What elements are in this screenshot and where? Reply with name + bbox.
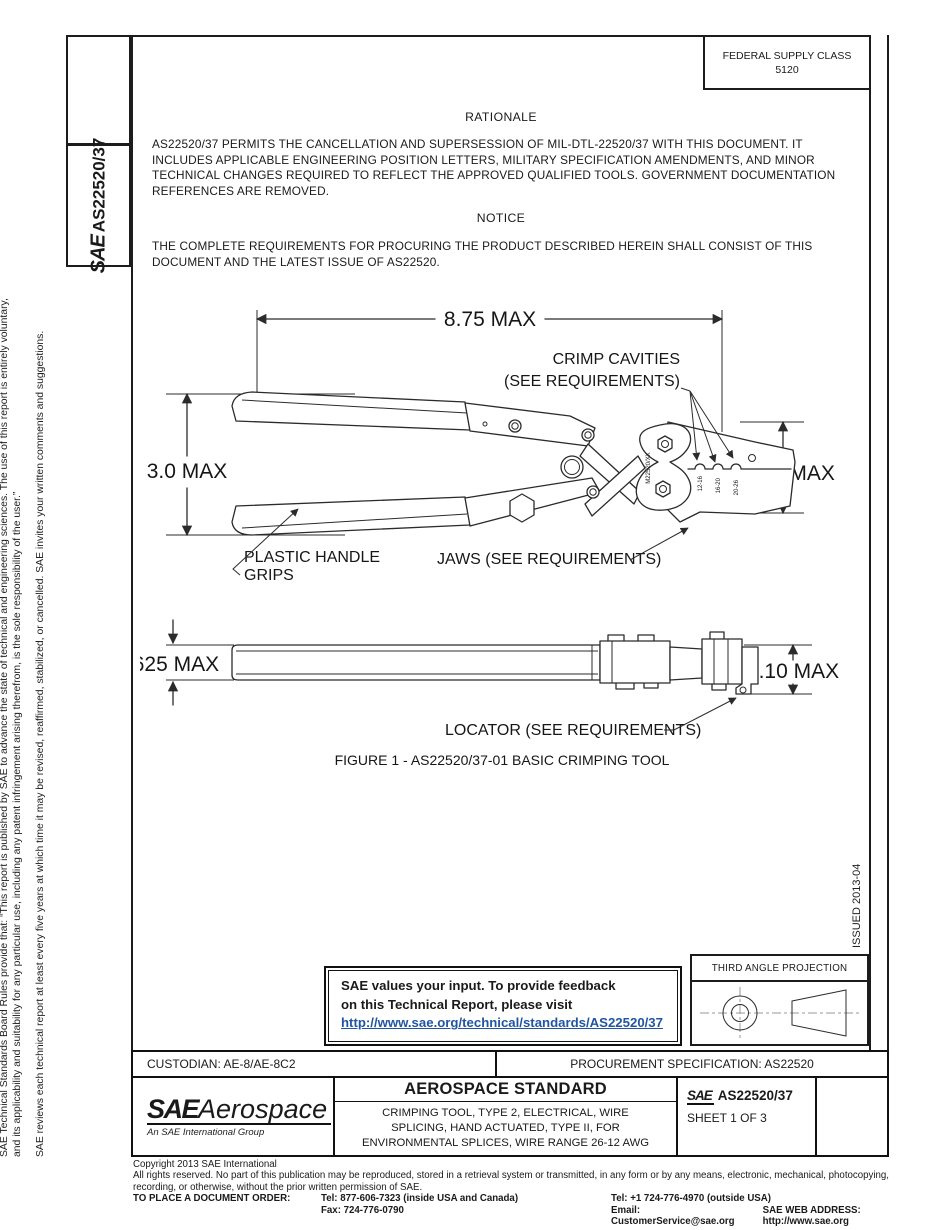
logo-aerospace-text: Aerospace <box>198 1093 328 1124</box>
margin-disclaimer: SAE Technical Standards Board Rules prov… <box>0 279 56 1157</box>
title-line-3: ENVIRONMENTAL SPLICES, WIRE RANGE 26-12 … <box>361 1137 650 1149</box>
web-address: SAE WEB ADDRESS: http://www.sae.org <box>762 1204 861 1228</box>
sae-mini-logo-icon: SAE <box>687 1088 714 1105</box>
feedback-url-link[interactable]: http://www.sae.org/technical/standards/A… <box>341 1015 663 1031</box>
title-line-2: SPLICING, HAND ACTUATED, TYPE II, FOR <box>391 1122 620 1134</box>
copyright-line: Copyright 2013 SAE International <box>133 1159 277 1170</box>
dim-overall-length: 8.75 MAX <box>444 308 536 331</box>
sae-aerospace-logo: SAEAerospace An SAE International Group <box>133 1078 335 1155</box>
cavity-marking-3: 20-26 <box>734 479 740 495</box>
disclaimer-paragraph-1: SAE Technical Standards Board Rules prov… <box>0 298 23 1157</box>
fsc-code: 5120 <box>775 63 799 76</box>
crimp-cavities-label-1: CRIMP CAVITIES <box>553 351 680 368</box>
title-block: CUSTODIAN: AE-8/AE-8C2 PROCUREMENT SPECI… <box>131 1050 889 1157</box>
federal-supply-class-box: FEDERAL SUPPLY CLASS 5120 <box>703 37 869 90</box>
side-view: 8.75 MAX 3.0 MAX 1.650 MAX <box>147 308 835 584</box>
side-view-tool: M22520/XX 12-16 16-20 20-26 <box>231 391 796 536</box>
disclaimer-paragraph-2: SAE reviews each technical report at lea… <box>35 330 46 1157</box>
notice-heading: NOTICE <box>476 211 526 225</box>
tel-outside: Tel: +1 724-776-4970 (outside USA) <box>611 1193 771 1205</box>
tool-id-marking: M22520/XX <box>646 452 652 483</box>
document-number-tab: SAE AS22520/37 <box>66 138 131 273</box>
sae-logo-icon: SAE <box>147 1093 200 1124</box>
fsc-label: FEDERAL SUPPLY CLASS <box>722 49 852 62</box>
document-title: CRIMPING TOOL, TYPE 2, ELECTRICAL, WIRE … <box>335 1102 676 1155</box>
rationale-body: AS22520/37 PERMITS THE CANCELLATION AND … <box>152 137 836 198</box>
issued-date: ISSUED 2013-04 <box>851 863 863 948</box>
top-view-tool <box>231 631 759 695</box>
plastic-handle-label-1: PLASTIC HANDLE <box>244 549 380 566</box>
email-address: Email: CustomerService@sae.org <box>611 1204 735 1228</box>
dim-handle-span: 3.0 MAX <box>147 460 228 483</box>
sae-logo-icon: SAE <box>87 235 109 274</box>
cavity-marking-1: 12-16 <box>698 475 704 491</box>
revision-cell-empty <box>817 1078 887 1155</box>
figure-caption: FIGURE 1 - AS22520/37-01 BASIC CRIMPING … <box>335 752 670 768</box>
plastic-handle-label-2: GRIPS <box>244 567 294 584</box>
feedback-line-2: on this Technical Report, please visit <box>341 996 573 1012</box>
jaws-label: JAWS (SEE REQUIREMENTS) <box>437 551 661 568</box>
third-angle-projection-icon <box>700 987 860 1039</box>
notice-body: THE COMPLETE REQUIREMENTS FOR PROCURING … <box>152 239 813 269</box>
crimp-cavities-label-2: (SEE REQUIREMENTS) <box>504 373 680 390</box>
copyright-footer: Copyright 2013 SAE International All rig… <box>133 1159 895 1227</box>
sheet-number: SHEET 1 OF 3 <box>687 1111 767 1125</box>
procurement-cell: PROCUREMENT SPECIFICATION: AS22520 <box>570 1057 814 1071</box>
locator-label: LOCATOR (SEE REQUIREMENTS) <box>445 722 701 739</box>
standard-type-heading: AEROSPACE STANDARD <box>335 1078 676 1102</box>
rights-line-1: All rights reserved. No part of this pub… <box>133 1170 889 1182</box>
order-label: TO PLACE A DOCUMENT ORDER: <box>133 1193 291 1205</box>
custodian-cell: CUSTODIAN: AE-8/AE-8C2 <box>133 1052 497 1076</box>
rights-line-2: recording, or otherwise, without the pri… <box>133 1181 423 1193</box>
feedback-box: SAE values your input. To provide feedba… <box>324 966 682 1046</box>
figure-1-crimping-tool-drawing: 8.75 MAX 3.0 MAX 1.650 MAX <box>140 308 839 768</box>
feedback-line-1: SAE values your input. To provide feedba… <box>341 978 616 993</box>
top-left-empty-box <box>66 35 131 145</box>
third-angle-projection-box: THIRD ANGLE PROJECTION <box>690 954 869 1046</box>
right-margin-strip <box>869 35 889 1052</box>
doc-number: AS22520/37 <box>717 1088 793 1103</box>
top-view: .625 MAX 1.10 MAX <box>140 619 839 739</box>
projection-label: THIRD ANGLE PROJECTION <box>692 956 867 982</box>
dim-handle-thickness: .625 MAX <box>140 653 219 676</box>
cavity-marking-2: 16-20 <box>716 477 722 493</box>
rationale-heading: RATIONALE <box>465 110 537 124</box>
logo-subtitle: An SAE International Group <box>147 1127 265 1139</box>
tel-inside: Tel: 877-606-7323 (inside USA and Canada… <box>321 1193 519 1205</box>
dim-head-width: 1.10 MAX <box>747 660 839 683</box>
doc-number-vertical: AS22520/37 <box>89 137 108 233</box>
title-line-1: CRIMPING TOOL, TYPE 2, ELECTRICAL, WIRE <box>382 1107 629 1119</box>
fax-number: Fax: 724-776-0790 <box>321 1204 404 1216</box>
